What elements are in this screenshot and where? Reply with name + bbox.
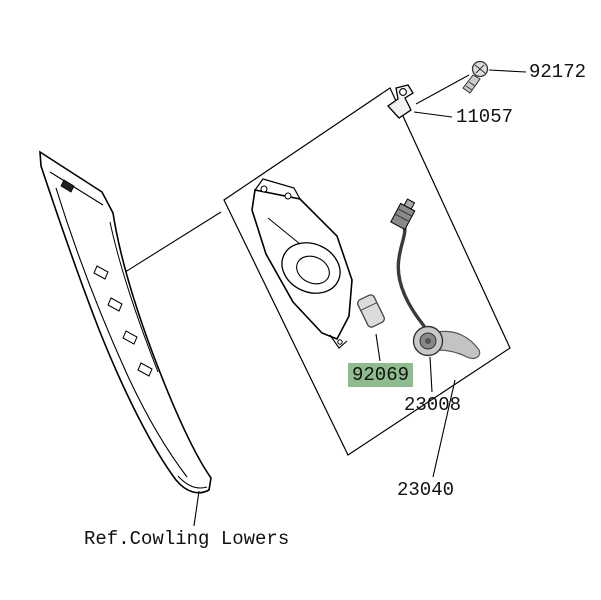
part-label-screw: 92172 [529, 61, 587, 83]
turn-signal-housing-drawing [251, 178, 353, 349]
reference-text: Ref.Cowling Lowers [84, 528, 290, 550]
cowling-to-box-leader-line [121, 211, 222, 275]
leader-lines [193, 69, 527, 527]
socket-drawing [412, 325, 481, 360]
part-label-bulb-highlighted: 92069 [348, 363, 414, 387]
assembly-outline-box [223, 87, 511, 456]
socket-leader-line [429, 356, 433, 393]
wire-connector-drawing [390, 198, 416, 231]
bracket-drawing [387, 74, 470, 119]
assembly-leader-line [432, 379, 456, 478]
reference-leader-line [193, 490, 200, 527]
part-label-assembly: 23040 [397, 479, 455, 501]
bracket-leader-line [413, 111, 453, 118]
part-label-bracket: 11057 [456, 106, 514, 128]
wire-lead-drawing [390, 198, 426, 328]
bulb-leader-line [375, 333, 381, 362]
screw-drawing [462, 60, 489, 94]
screw-leader-line [488, 69, 527, 73]
bulb-drawing [357, 294, 385, 328]
part-label-socket: 23008 [404, 394, 462, 416]
cowling-lowers-drawing [39, 150, 212, 494]
